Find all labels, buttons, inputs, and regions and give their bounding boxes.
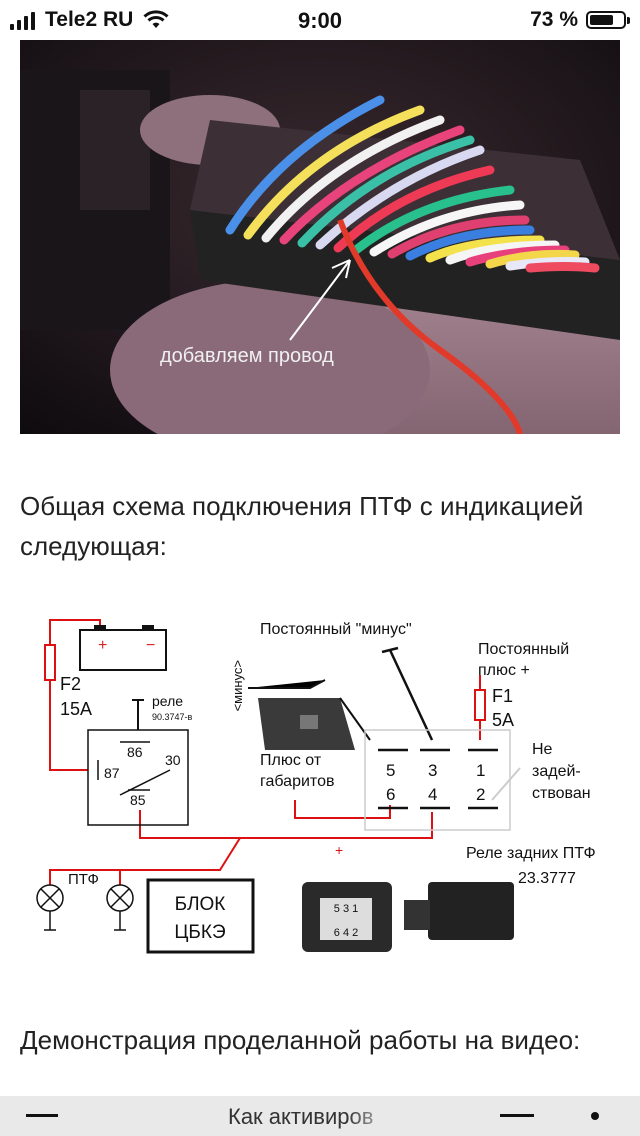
more-dot-icon[interactable] — [591, 1112, 599, 1120]
back-dash-icon[interactable] — [26, 1114, 58, 1117]
label-const-minus: Постоянный "минус" — [260, 621, 412, 638]
pin-2: 2 — [476, 785, 485, 804]
pin-86: 86 — [127, 744, 143, 760]
wiring-diagram: + − F2 15A реле 90.3747-в 86 30 87 85 — [20, 600, 620, 970]
battery-symbol — [79, 629, 167, 671]
label-f1: F1 — [492, 686, 513, 706]
label-f1-rating: 5A — [492, 710, 514, 730]
pin-30: 30 — [165, 752, 181, 768]
signal-bars-icon — [10, 10, 35, 30]
bottom-toolbar: Как активиров — [0, 1096, 640, 1136]
fuse-f2 — [44, 644, 56, 681]
carrier-name: Tele2 RU — [45, 8, 134, 31]
pin-87: 87 — [104, 765, 120, 781]
battery-minus: − — [146, 637, 155, 654]
status-right: 73 % — [530, 8, 630, 32]
label-plus-gabarit-2: габаритов — [260, 773, 334, 790]
rear-relay-image — [428, 882, 514, 940]
block-cbke — [146, 878, 255, 954]
pin-85: 85 — [130, 792, 146, 808]
label-f2: F2 — [60, 674, 81, 694]
label-rear-relay-1: Реле задних ПТФ — [466, 845, 596, 862]
menu-dash-icon[interactable] — [500, 1114, 534, 1117]
pin-4: 4 — [428, 785, 437, 804]
paragraph-scheme-intro: Общая схема подключения ПТФ с индикацией… — [20, 491, 584, 561]
rear-relay-box — [364, 729, 511, 831]
pin-3: 3 — [428, 761, 437, 780]
label-plus-gabarit-1: Плюс от — [260, 752, 322, 769]
pin-5: 5 — [386, 761, 395, 780]
clock: 9:00 — [297, 8, 343, 33]
fuse-f1 — [474, 689, 486, 721]
connector-top-pins: 5 3 1 — [334, 903, 358, 915]
battery-icon — [586, 11, 630, 29]
paragraph-video-intro: Демонстрация проделанной работы на видео… — [20, 1025, 581, 1055]
label-rear-relay-2: 23.3777 — [518, 870, 576, 887]
label-const-plus-2: плюс + — [478, 662, 530, 679]
wire-plus-sign: + — [335, 842, 343, 858]
battery-percent: 73 % — [530, 8, 578, 31]
photo-caption: добавляем провод — [160, 345, 334, 367]
label-block-2: ЦБКЭ — [174, 922, 225, 943]
pin-1: 1 — [476, 761, 485, 780]
battery-plus: + — [98, 637, 107, 654]
status-bar: Tele2 RU 9:00 73 % — [0, 0, 640, 40]
label-minus-vertical: <минус> — [230, 660, 245, 711]
label-f2-rating: 15A — [60, 699, 92, 719]
pin-6: 6 — [386, 785, 395, 804]
wiring-photo: добавляем провод — [20, 40, 620, 434]
wifi-icon — [143, 10, 169, 28]
label-not-used-2: задей- — [532, 763, 581, 780]
label-rele-model: 90.3747-в — [152, 712, 193, 722]
label-not-used-3: ствован — [532, 785, 591, 802]
label-const-plus-1: Постоянный — [478, 641, 569, 658]
bottom-page-title[interactable]: Как активиров — [228, 1104, 374, 1129]
label-rele: реле — [152, 693, 183, 709]
status-left: Tele2 RU — [10, 8, 169, 32]
connector-bottom-pins: 6 4 2 — [334, 927, 358, 939]
label-not-used-1: Не — [532, 741, 553, 758]
label-block-1: БЛОК — [175, 894, 226, 915]
label-ptf: ПТФ — [68, 871, 99, 888]
